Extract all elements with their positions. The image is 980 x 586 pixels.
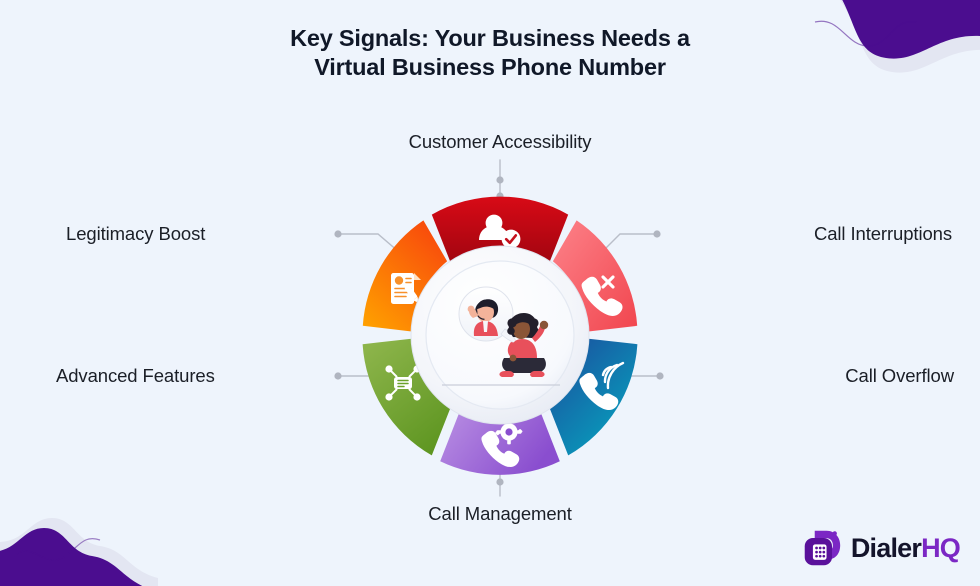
- connector-dot-advanced-features: [334, 372, 342, 380]
- wheel-segments: [362, 196, 638, 475]
- label-customer-accessibility[interactable]: Customer Accessibility: [408, 131, 592, 152]
- signature-pen: [404, 285, 419, 303]
- center-hub: [410, 245, 590, 425]
- phone-gear-icon: [481, 419, 523, 468]
- page-title-line-1: Key Signals: Your Business Needs a: [290, 25, 690, 51]
- label-call-management[interactable]: Call Management: [428, 503, 572, 524]
- agent-figure: [467, 299, 499, 336]
- label-call-overflow[interactable]: Call Overflow: [845, 365, 954, 386]
- segment-advanced-features[interactable]: [362, 338, 451, 456]
- label-advanced-features[interactable]: Advanced Features: [56, 365, 215, 386]
- page-title-line-2: Virtual Business Phone Number: [314, 54, 666, 80]
- connector-dot-call-interruptions: [653, 230, 661, 238]
- connector-dot-call-management-end: [496, 478, 504, 486]
- logo-text-primary: Dialer: [850, 532, 922, 563]
- segment-advanced-features-shape[interactable]: [362, 338, 451, 456]
- segment-customer-accessibility[interactable]: [431, 196, 569, 263]
- page-title: Key Signals: Your Business Needs a Virtu…: [0, 24, 980, 82]
- network-links: [390, 370, 416, 396]
- logo-signal-dot: [832, 531, 837, 536]
- woman-waving-video-call-illustration: [442, 286, 560, 386]
- segment-call-management[interactable]: [440, 413, 560, 475]
- segment-call-interruptions[interactable]: [552, 220, 638, 332]
- gear-shape: [495, 419, 523, 445]
- phone-ringing-icon: [579, 361, 625, 411]
- ringing-waves: [601, 361, 625, 390]
- label-call-interruptions[interactable]: Call Interruptions: [813, 223, 952, 244]
- network-nodes: [385, 365, 421, 401]
- user-check-icon: [479, 214, 521, 249]
- dialerhq-logo[interactable]: DialerHQ: [802, 528, 961, 568]
- dialerhq-logo-text: DialerHQ: [850, 532, 961, 563]
- phone-missed-icon: [581, 275, 623, 316]
- segment-call-management-shape[interactable]: [440, 413, 560, 475]
- connector-dot-customer-accessibility: [496, 176, 504, 184]
- seated-woman-figure: [499, 312, 549, 377]
- segment-legitimacy-boost[interactable]: [362, 220, 448, 332]
- center-ring-edge: [410, 245, 590, 425]
- segment-call-overflow[interactable]: [549, 338, 638, 456]
- speech-bubble-agent: [458, 286, 519, 346]
- signed-document-icon: [391, 273, 421, 304]
- logo-text-accent: HQ: [921, 532, 961, 563]
- missed-x-mark: [601, 275, 615, 289]
- connector-dot-legitimacy-boost: [334, 230, 342, 238]
- logo-keypad-dots: [815, 546, 826, 558]
- connector-dot-call-overflow: [656, 372, 664, 380]
- dialerhq-logo-mark: [804, 530, 841, 566]
- network-distribution-icon: [385, 365, 421, 401]
- logo-phone-swoosh: [814, 530, 841, 560]
- label-legitimacy-boost[interactable]: Legitimacy Boost: [66, 223, 206, 244]
